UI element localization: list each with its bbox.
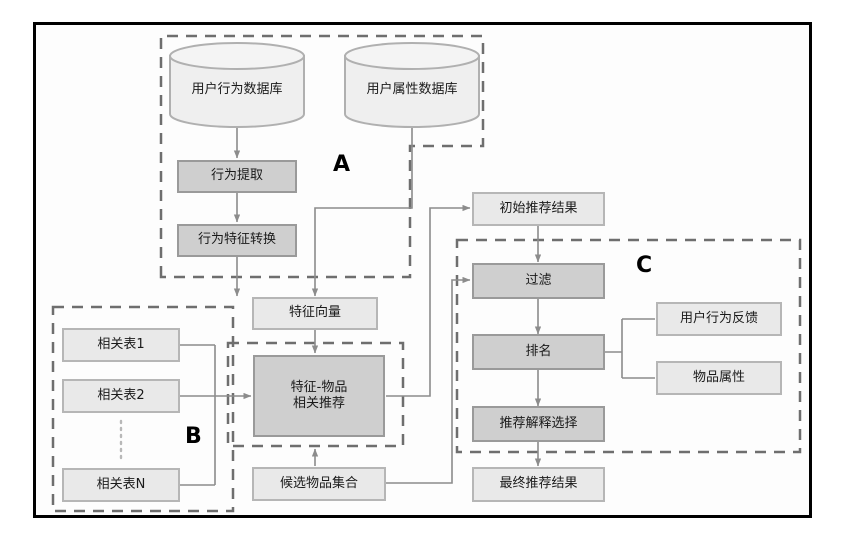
group-a-label: A — [333, 152, 351, 177]
cylinder-shape-profile — [344, 42, 480, 128]
node-filter[interactable]: 过滤 — [472, 263, 605, 299]
user-profile-db: 用户属性数据库 — [343, 42, 481, 128]
node-initial-recommend-result[interactable]: 初始推荐结果 — [472, 192, 605, 226]
node-related-table-n[interactable]: 相关表N — [62, 468, 180, 502]
user-behavior-db: 用户行为数据库 — [168, 42, 306, 128]
group-b-label: B — [185, 424, 202, 449]
node-user-behavior-feedback[interactable]: 用户行为反馈 — [656, 302, 782, 336]
user-profile-db-label: 用户属性数据库 — [366, 82, 458, 97]
cylinder-shape-behavior — [169, 42, 305, 128]
node-recommend-explanation-select[interactable]: 推荐解释选择 — [472, 406, 605, 442]
node-related-table-1[interactable]: 相关表1 — [62, 328, 180, 362]
node-feature-item-recommend[interactable]: 特征-物品 相关推荐 — [253, 355, 385, 437]
group-c-label: C — [636, 253, 653, 278]
node-item-attribute[interactable]: 物品属性 — [656, 361, 782, 395]
node-feature-item-recommend-line2: 相关推荐 — [292, 396, 345, 411]
user-behavior-db-label: 用户行为数据库 — [191, 82, 283, 97]
node-related-table-2[interactable]: 相关表2 — [62, 379, 180, 413]
node-feature-item-recommend-line1: 特征-物品 — [290, 379, 348, 395]
node-final-recommend-result[interactable]: 最终推荐结果 — [472, 467, 605, 502]
node-candidate-item-set[interactable]: 候选物品集合 — [252, 467, 386, 501]
node-feature-vector[interactable]: 特征向量 — [252, 297, 378, 330]
node-behavior-feature-transform[interactable]: 行为特征转换 — [177, 224, 297, 257]
node-ranking[interactable]: 排名 — [472, 334, 605, 370]
node-behavior-extract[interactable]: 行为提取 — [177, 160, 297, 193]
